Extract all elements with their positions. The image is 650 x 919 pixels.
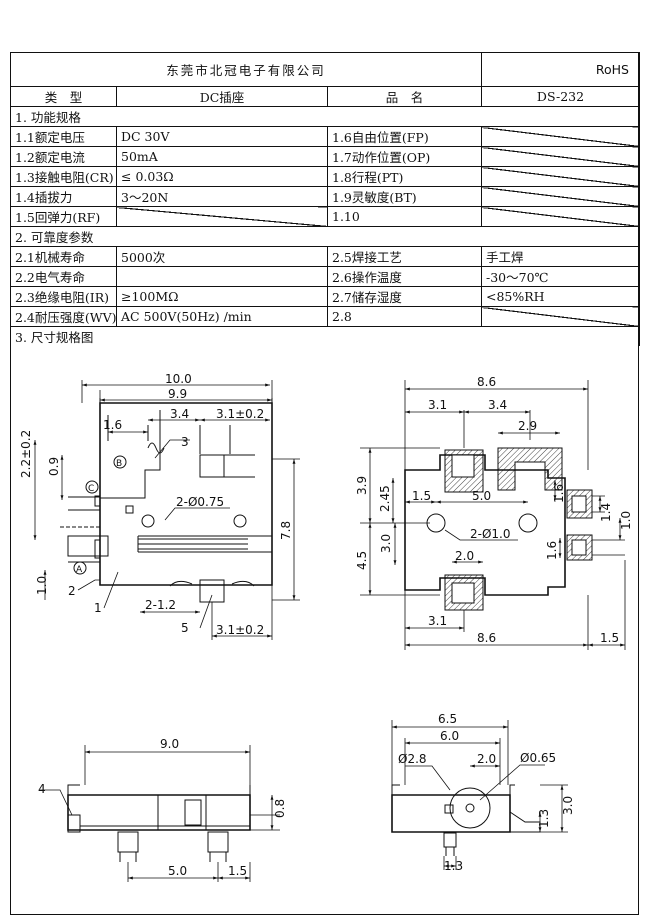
label-part-2: 2 (68, 584, 76, 598)
dim-end-30: 3.0 (561, 796, 575, 815)
label-holes-075: 2-Ø0.75 (176, 495, 224, 509)
dim-pcb-50: 5.0 (472, 489, 491, 503)
spec-value-empty (481, 146, 640, 167)
dim-pcb-141: 1.4 (599, 503, 613, 522)
spec-label: 2.1机械寿命 (10, 246, 117, 267)
end-view: 6.5 6.0 Ø2.8 2.0 Ø0.65 3.0 1.3 1.3 (391, 712, 575, 873)
dim-front-31: 3.1±0.2 (216, 407, 264, 421)
dim-front-31b: 3.1±0.2 (216, 623, 264, 637)
dim-side-08: 0.8 (273, 799, 287, 818)
dim-pcb-31: 3.1 (428, 398, 447, 412)
pin-label-a: A (76, 565, 83, 575)
dim-front-width-total: 10.0 (165, 372, 192, 386)
dim-end-13h: 1.3 (444, 859, 463, 873)
dim-front-16: 1.6 (103, 418, 122, 432)
spec-value: 50mA (116, 146, 328, 167)
dim-pcb-15b: 1.5 (600, 631, 619, 645)
dim-end-60: 6.0 (440, 729, 459, 743)
dim-front-09: 0.9 (47, 457, 61, 476)
dim-pcb-20: 2.0 (455, 549, 474, 563)
spec-label: 2.4耐压强度(WV) (10, 306, 117, 327)
dim-pcb-30: 3.0 (379, 534, 393, 553)
dim-pcb-31b: 3.1 (428, 614, 447, 628)
spec-label: 1.1额定电压 (10, 126, 117, 147)
spec-value-empty (481, 206, 640, 227)
label-part-3: 3 (181, 435, 189, 449)
dim-front-height: 7.8 (279, 521, 293, 540)
dim-pcb-29: 2.9 (518, 419, 537, 433)
dim-pcb-10: 1.0 (619, 511, 633, 530)
dim-front-212: 2-1.2 (145, 598, 176, 612)
spec-value-empty (481, 186, 640, 207)
spec-value: AC 500V(50Hz) /min (116, 306, 328, 327)
label-pcb-holes: 2-Ø1.0 (470, 527, 511, 541)
name-label: 品 名 (327, 86, 482, 107)
dim-end-20: 2.0 (477, 752, 496, 766)
spec-value-empty (481, 126, 640, 147)
spec-value: <85%RH (481, 286, 640, 307)
dim-pcb-45: 4.5 (355, 551, 369, 570)
dim-pcb-16b: 1.6 (545, 541, 559, 560)
dim-pcb-86: 8.6 (477, 375, 496, 389)
dim-pcb-34: 3.4 (488, 398, 507, 412)
rohs-mark: RoHS (481, 52, 640, 87)
dim-side-50: 5.0 (168, 864, 187, 878)
dim-pcb-16a: 1.6 (552, 484, 566, 503)
dim-side-15: 1.5 (228, 864, 247, 878)
spec-value-empty (481, 306, 640, 327)
dim-side-90: 9.0 (160, 737, 179, 751)
label-part-5: 5 (181, 621, 189, 635)
dim-front-22: 2.2±0.2 (19, 430, 33, 478)
dimension-drawings: 10.0 9.9 3.4 3.1±0.2 1.6 3 2.2±0.2 0.9 B… (19, 372, 633, 882)
dim-front-10: 1.0 (35, 576, 49, 595)
dim-pcb-86b: 8.6 (477, 631, 496, 645)
dim-pcb-245: 2.45 (378, 485, 392, 512)
dim-end-13v: 1.3 (537, 809, 551, 828)
spec-label: 2.8 (327, 306, 482, 327)
dim-pcb-15: 1.5 (412, 489, 431, 503)
dim-end-65: 6.5 (438, 712, 457, 726)
label-part-4: 4 (38, 782, 46, 796)
pin-label-b: B (116, 459, 122, 469)
pcb-footprint-view: 8.6 3.1 3.4 2.9 3.9 2.45 1.5 5.0 1.6 1.4… (355, 375, 633, 650)
spec-table: 东莞市北冠电子有限公司 RoHS 类 型 DC插座 品 名 DS-232 1. … (10, 52, 640, 346)
dim-end-065: Ø0.65 (520, 751, 556, 765)
section-title-dimensions: 3. 尺寸规格图 (10, 326, 640, 346)
label-part-1: 1 (94, 601, 102, 615)
dim-end-28: Ø2.8 (398, 752, 427, 766)
dim-front-width-body: 9.9 (168, 387, 187, 401)
type-value: DC插座 (116, 86, 328, 107)
spec-value: ≤ 0.03Ω (116, 166, 328, 187)
spec-value: -30～70℃ (481, 266, 640, 287)
front-view: 10.0 9.9 3.4 3.1±0.2 1.6 3 2.2±0.2 0.9 B… (19, 372, 300, 640)
dim-front-34: 3.4 (170, 407, 189, 421)
pin-label-c: C (88, 484, 94, 494)
dim-pcb-39: 3.9 (355, 476, 369, 495)
side-view: 9.0 4 0.8 5.0 1.5 (38, 737, 287, 882)
